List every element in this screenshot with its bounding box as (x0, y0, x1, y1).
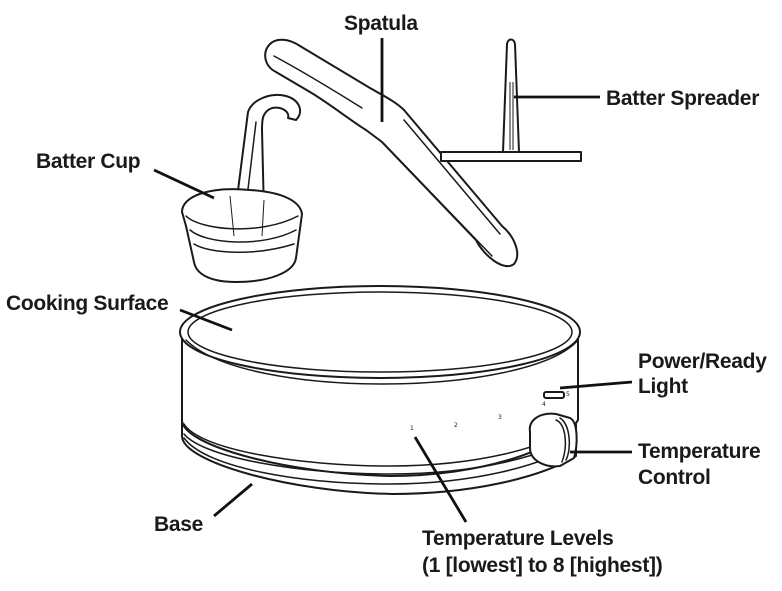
leader-batter-cup (153, 168, 215, 200)
leader-lines (153, 38, 633, 523)
temperature-level-5: 5 (566, 391, 570, 398)
batter-cup-illustration (181, 94, 303, 283)
label-power-ready-line1: Power/Ready (638, 350, 767, 373)
label-temperature-control-line1: Temperature (638, 440, 760, 463)
temperature-control-knob[interactable] (528, 412, 578, 468)
temperature-level-1: 1 (410, 425, 414, 432)
label-power-ready-line2: Light (638, 375, 688, 398)
temperature-level-4: 4 (542, 401, 546, 408)
label-temperature-levels-line2: (1 [lowest] to 8 [highest]) (422, 554, 662, 577)
leader-cooking-surface (179, 308, 233, 332)
temperature-level-marks: 1 2 3 4 5 (410, 391, 570, 432)
label-temperature-levels-line1: Temperature Levels (422, 527, 613, 550)
temperature-level-2: 2 (454, 422, 458, 429)
label-batter-cup: Batter Cup (36, 150, 140, 173)
leader-base (213, 482, 253, 518)
leader-power-ready-light (559, 380, 633, 390)
label-base: Base (154, 513, 203, 536)
label-batter-spreader: Batter Spreader (606, 87, 759, 110)
label-cooking-surface: Cooking Surface (6, 292, 168, 315)
spatula-illustration (264, 38, 519, 267)
label-temperature-control-line2: Control (638, 466, 711, 489)
temperature-level-3: 3 (498, 414, 502, 421)
part-labels: Spatula Batter Spreader Batter Cup Cooki… (6, 12, 768, 577)
power-ready-light (543, 391, 565, 399)
crepe-maker-body (179, 285, 581, 495)
batter-spreader-illustration (440, 38, 582, 162)
leader-temperature-levels (413, 436, 468, 523)
label-spatula: Spatula (344, 12, 418, 35)
